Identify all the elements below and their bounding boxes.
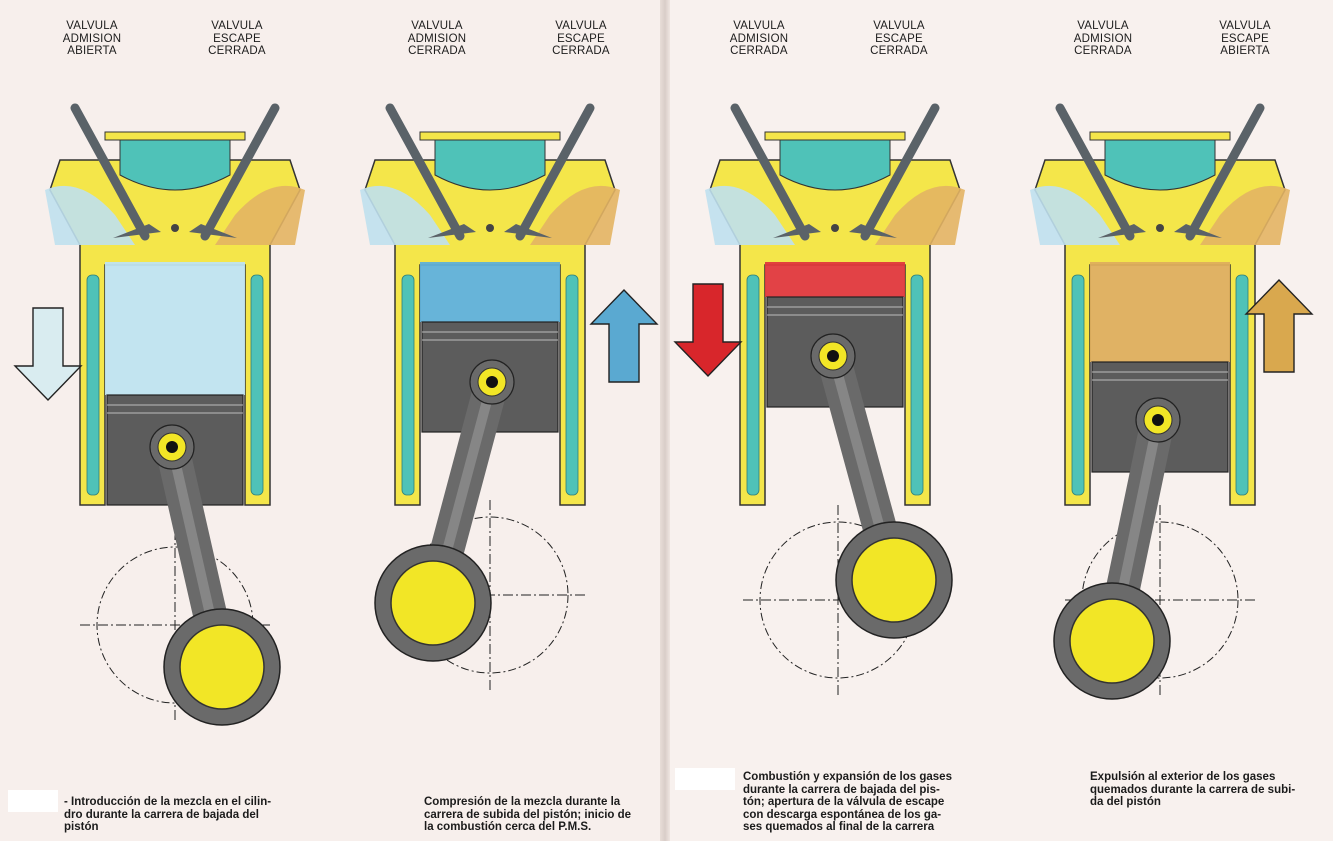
- crank-pin-bearing: [852, 538, 936, 622]
- engine-stage-1: [15, 108, 305, 725]
- stage3-exhaust-valve-label: VALVULA ESCAPE CERRADA: [854, 20, 944, 58]
- stage3-caption: Combustión y expansión de los gases dura…: [743, 771, 975, 834]
- stage1-exhaust-valve-label: VALVULA ESCAPE CERRADA: [192, 20, 282, 58]
- coolant-jacket-left: [1072, 275, 1084, 495]
- coolant-jacket-left: [747, 275, 759, 495]
- coolant-jacket-right: [251, 275, 263, 495]
- head-cap: [420, 132, 560, 140]
- stage2-intake-valve-label: VALVULA ADMISION CERRADA: [392, 20, 482, 58]
- coolant-jacket-left: [402, 275, 414, 495]
- stage4-caption: Expulsión al exterior de los gases quema…: [1090, 771, 1325, 809]
- stroke-direction-arrow-down: [675, 284, 741, 376]
- engine-stage-2: [360, 108, 657, 690]
- stroke-direction-arrow-down: [15, 308, 81, 400]
- stroke-direction-arrow-up: [1246, 280, 1312, 372]
- head-cap: [105, 132, 245, 140]
- spark-plug: [831, 224, 839, 232]
- coolant-dome: [435, 140, 545, 190]
- stage1-intake-valve-label: VALVULA ADMISION ABIERTA: [47, 20, 137, 58]
- coolant-jacket-right: [566, 275, 578, 495]
- head-cap: [765, 132, 905, 140]
- stage2-caption: Compresión de la mezcla durante la carre…: [424, 796, 660, 834]
- combustion-chamber: [105, 262, 245, 395]
- wrist-pin: [827, 350, 839, 362]
- stroke-direction-arrow-up: [591, 290, 657, 382]
- combustion-chamber: [420, 262, 560, 322]
- coolant-dome: [120, 140, 230, 190]
- coolant-jacket-right: [911, 275, 923, 495]
- combustion-chamber: [765, 262, 905, 297]
- spark-plug: [1156, 224, 1164, 232]
- coolant-dome: [780, 140, 890, 190]
- coolant-jacket-left: [87, 275, 99, 495]
- wrist-pin: [486, 376, 498, 388]
- stage1-caption: - Introducción de la mezcla en el cilin-…: [64, 796, 314, 834]
- crank-pin-bearing: [1070, 599, 1154, 683]
- stage4-exhaust-valve-label: VALVULA ESCAPE ABIERTA: [1200, 20, 1290, 58]
- crank-pin-bearing: [180, 625, 264, 709]
- engine-stage-3: [675, 108, 965, 695]
- caption-patch: [8, 790, 58, 812]
- wrist-pin: [1152, 414, 1164, 426]
- wrist-pin: [166, 441, 178, 453]
- stage3-intake-valve-label: VALVULA ADMISION CERRADA: [714, 20, 804, 58]
- spark-plug: [171, 224, 179, 232]
- coolant-dome: [1105, 140, 1215, 190]
- combustion-chamber: [1090, 262, 1230, 362]
- spark-plug: [486, 224, 494, 232]
- stage4-intake-valve-label: VALVULA ADMISION CERRADA: [1058, 20, 1148, 58]
- coolant-jacket-right: [1236, 275, 1248, 495]
- head-cap: [1090, 132, 1230, 140]
- crank-pin-bearing: [391, 561, 475, 645]
- engine-stage-4: [1030, 108, 1312, 699]
- stage2-exhaust-valve-label: VALVULA ESCAPE CERRADA: [536, 20, 626, 58]
- caption-patch: [675, 768, 735, 790]
